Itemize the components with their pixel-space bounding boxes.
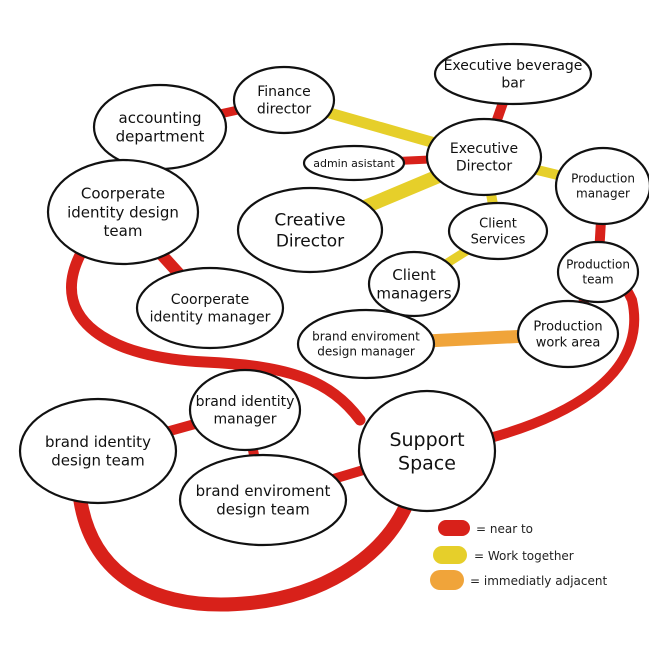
node-ellipse — [556, 240, 640, 304]
node-label: Director — [276, 232, 344, 252]
node-label: bar — [501, 76, 524, 92]
node-label: design team — [216, 501, 309, 519]
node-label: admin asistant — [313, 157, 395, 170]
node-label: director — [257, 102, 312, 118]
node-production-area: Production work area — [516, 299, 620, 369]
node-ellipse — [554, 146, 649, 226]
node-label: brand enviroment — [312, 330, 420, 344]
node-label: accounting — [119, 109, 202, 127]
node-ellipse — [296, 308, 436, 380]
node-label: Coorperate — [81, 185, 165, 203]
node-ellipse — [302, 144, 406, 182]
node-label: Client — [479, 216, 517, 231]
edge-coorp-team-to-support — [66, 249, 366, 426]
node-label: Production — [566, 258, 630, 272]
node-label: brand identity — [45, 433, 151, 451]
node-ellipse — [357, 389, 497, 513]
node-label: team — [104, 222, 143, 240]
legend-label-immediately-adjacent: = immediatly adjacent — [470, 574, 607, 588]
node-ellipse — [367, 250, 461, 318]
node-label: manager — [576, 187, 630, 201]
node-ellipse — [447, 201, 549, 261]
node-label: Finance — [257, 84, 311, 100]
node-label: brand enviroment — [196, 482, 331, 500]
node-coorp-mgr: Coorperate identity manager — [135, 266, 285, 350]
legend-label-work-together: = Work together — [474, 549, 574, 563]
node-label: Coorperate — [171, 292, 250, 308]
node-ellipse — [135, 266, 285, 350]
node-ellipse — [433, 42, 593, 106]
node-label: Services — [471, 233, 526, 248]
node-label: Support — [389, 429, 464, 451]
node-label: design team — [51, 452, 144, 470]
legend: = near to = Work together = immediatly a… — [430, 520, 607, 590]
node-brand-id-mgr: brand identity manager — [188, 368, 302, 452]
node-label: Space — [398, 453, 456, 475]
node-ellipse — [425, 117, 543, 197]
node-exec-bev: Executive beverage bar — [433, 42, 593, 106]
node-label: Director — [456, 159, 512, 175]
node-label: Production — [571, 172, 635, 186]
node-label: managers — [376, 285, 451, 303]
node-label: department — [116, 128, 205, 146]
node-label: Production — [533, 319, 602, 334]
node-ellipse — [188, 368, 302, 452]
legend-swatch-work-together — [433, 546, 467, 564]
node-ellipse — [236, 186, 384, 274]
node-finance: Finance director — [232, 65, 336, 135]
node-ellipse — [18, 397, 178, 505]
node-label: Executive beverage — [444, 58, 583, 74]
node-label: manager — [214, 412, 277, 428]
node-ellipse — [178, 453, 348, 547]
node-ellipse — [232, 65, 336, 135]
node-label: identity design — [67, 203, 179, 221]
node-label: Creative — [274, 210, 345, 230]
node-label: brand identity — [196, 394, 295, 410]
legend-swatch-immediately-adjacent — [430, 570, 464, 590]
node-ellipse — [46, 158, 200, 266]
node-label: identity manager — [150, 310, 271, 326]
node-ellipse — [516, 299, 620, 369]
legend-label-near-to: = near to — [476, 522, 533, 536]
node-label: design manager — [317, 345, 415, 359]
edge-brand-id-team-to-support — [73, 491, 412, 612]
node-label: Client — [392, 266, 436, 284]
node-label: work area — [536, 336, 601, 351]
node-label: team — [582, 273, 613, 287]
node-label: Executive — [450, 141, 518, 157]
legend-swatch-near-to — [438, 520, 470, 536]
node-admin: admin asistant — [302, 144, 406, 182]
